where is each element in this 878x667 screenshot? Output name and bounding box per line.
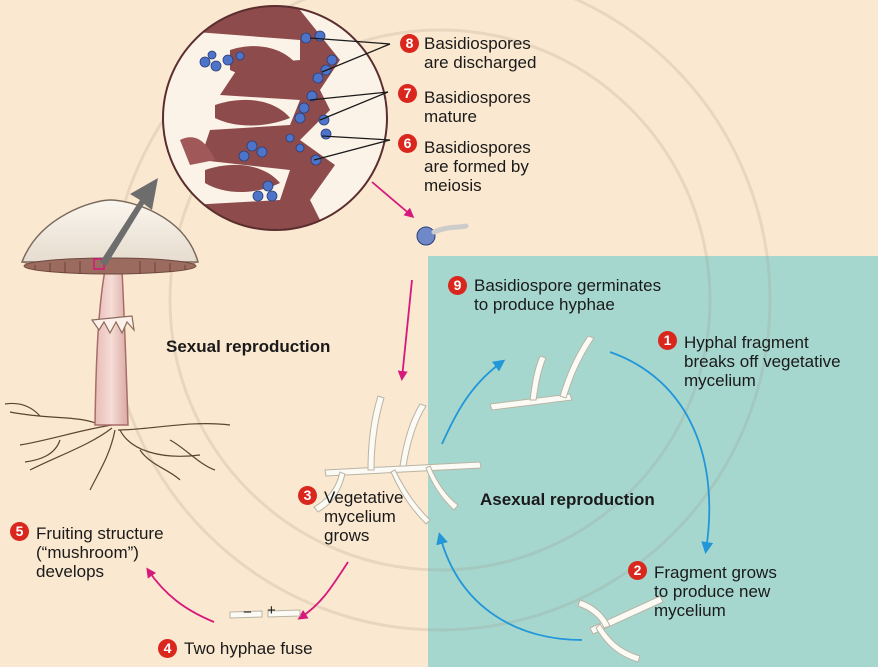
step-9-label: Basidiospore germinates to produce hypha… <box>474 276 661 314</box>
sexual-reproduction-title: Sexual reproduction <box>166 337 330 356</box>
step-7-badge: 7 <box>398 84 417 103</box>
step-9-badge: 9 <box>448 276 467 295</box>
asexual-reproduction-title: Asexual reproduction <box>480 490 655 509</box>
step-4-badge: 4 <box>158 639 177 658</box>
step-6-label: Basidiospores are formed by meiosis <box>424 138 531 195</box>
step-4-label: Two hyphae fuse <box>184 639 313 658</box>
step-6-badge: 6 <box>398 134 417 153</box>
step-2-label: Fragment grows to produce new mycelium <box>654 563 777 620</box>
step-7-label: Basidiospores mature <box>424 88 531 126</box>
step-8-label: Basidiospores are discharged <box>424 34 536 72</box>
minus-mating-sign: − <box>243 603 252 622</box>
step-1-label: Hyphal fragment breaks off vegetative my… <box>684 333 841 390</box>
step-5-badge: 5 <box>10 522 29 541</box>
step-5-label: Fruiting structure (“mushroom”) develops <box>36 524 164 581</box>
step-8-badge: 8 <box>400 34 419 53</box>
step-3-badge: 3 <box>298 486 317 505</box>
plus-mating-sign: + <box>267 601 276 620</box>
step-3-label: Vegetative mycelium grows <box>324 488 403 545</box>
step-1-badge: 1 <box>658 331 677 350</box>
step-2-badge: 2 <box>628 561 647 580</box>
